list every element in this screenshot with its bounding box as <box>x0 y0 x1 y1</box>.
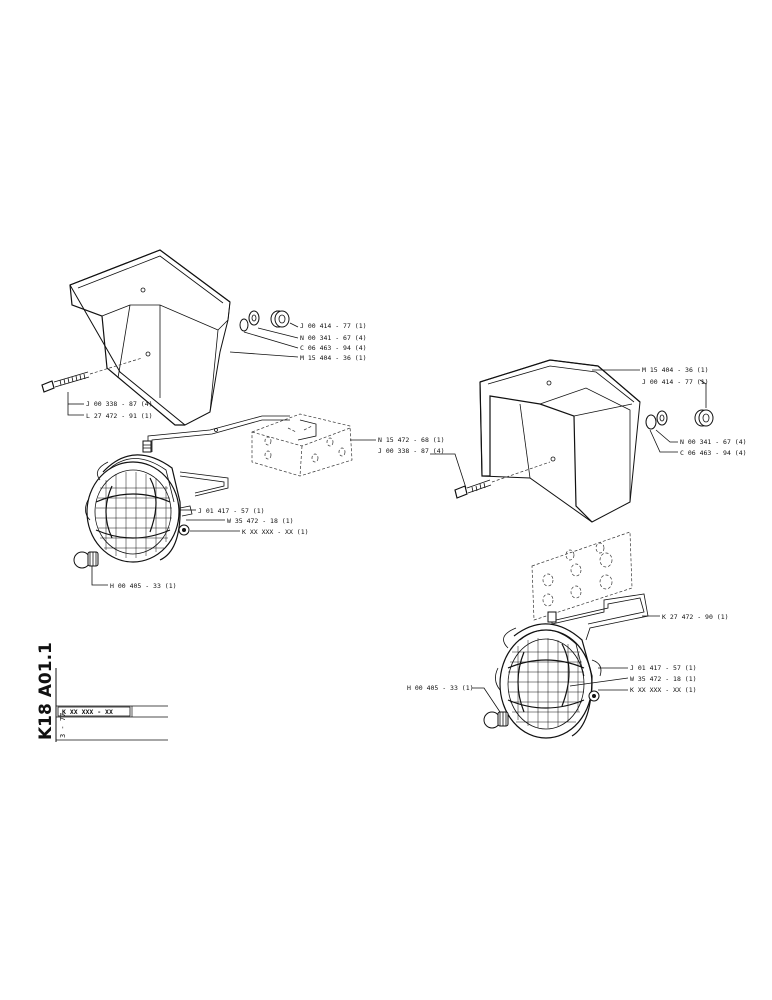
drawing-number: K18 A01.1 <box>36 642 56 740</box>
label-k27472-right: K 27 472 - 90 (1) <box>662 613 729 621</box>
label-j00338b-left: J 00 338 - 87 (4) <box>378 447 445 455</box>
label-c06463-left: C 06 463 - 94 (4) <box>300 344 367 352</box>
label-j01417-left: J 01 417 - 57 (1) <box>198 507 265 515</box>
left-assembly: J 00 414 - 77 (1) N 00 341 - 67 (4) C 06… <box>41 249 445 590</box>
drawing-date: 3 - 77 <box>59 713 67 738</box>
label-m15404-right: M 15 404 - 36 (1) <box>642 366 709 374</box>
left-work-lamp <box>85 454 193 563</box>
right-grommet-set <box>645 409 714 430</box>
label-w35472-right: W 35 472 - 18 (1) <box>630 675 697 683</box>
label-l27472-left: L 27 472 - 91 (1) <box>86 412 153 420</box>
label-kxx-left: K XX XXX - XX (1) <box>242 528 309 536</box>
left-fitting <box>142 440 152 453</box>
left-lamp-bulb <box>73 551 108 586</box>
label-c06463-right: C 06 463 - 94 (4) <box>680 449 747 457</box>
label-j00414-left: J 00 414 - 77 (1) <box>300 322 367 330</box>
right-hood-screw <box>430 453 551 499</box>
label-h00405-right: H 00 405 - 33 (1) <box>407 684 474 692</box>
right-lamp-hood <box>479 359 641 523</box>
label-j00338-left: J 00 338 - 87 (4) <box>86 400 153 408</box>
part-code: K XX XXX - XX <box>62 708 113 716</box>
left-lamp-hood <box>69 249 231 426</box>
left-hood-screw <box>41 357 143 393</box>
label-j01417-right: J 01 417 - 57 (1) <box>630 664 697 672</box>
part-code-box <box>57 706 131 717</box>
label-n00341-left: N 00 341 - 67 (4) <box>300 334 367 342</box>
label-n00341-right: N 00 341 - 67 (4) <box>680 438 747 446</box>
label-m15404-left: M 15 404 - 36 (1) <box>300 354 367 362</box>
label-j00414-right: J 00 414 - 77 (1) <box>642 378 709 386</box>
right-fitting <box>547 611 557 623</box>
left-grommet-set <box>239 310 290 332</box>
label-h00405-left: H 00 405 - 33 (1) <box>110 582 177 590</box>
label-n15472-left: N 15 472 - 68 (1) <box>378 436 445 444</box>
title-block: K18 A01.1 K XX XXX - XX 3 - 77 <box>36 642 168 742</box>
label-kxx-right: K XX XXX - XX (1) <box>630 686 697 694</box>
left-junction-block <box>251 413 376 477</box>
right-work-lamp <box>495 623 602 739</box>
right-lamp-bulb <box>472 687 509 729</box>
label-w35472-left: W 35 472 - 18 (1) <box>227 517 294 525</box>
right-mounting-plate <box>531 531 633 621</box>
right-assembly: M 15 404 - 36 (1) J 00 414 - 77 (1) N 00… <box>407 359 747 739</box>
